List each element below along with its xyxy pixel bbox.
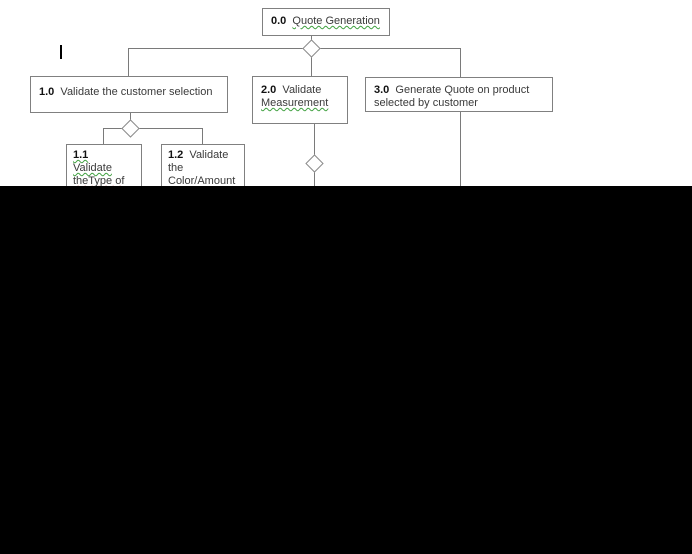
node-1-2-validate-color-amount[interactable]: 1.2 Validate the Color/Amount <box>161 144 245 186</box>
connector-to-node-2 <box>311 53 312 76</box>
node-1-1-label-line1: Validate <box>73 162 112 174</box>
node-1-2-label-line3: Color/Amount <box>168 175 236 186</box>
node-1-1-validate-type[interactable]: 1.1 Validate theType of <box>66 144 142 186</box>
node-1-2-label-line1: Validate <box>189 149 229 161</box>
node-2-0-label-line1: Validate <box>282 84 322 96</box>
diagram-page: 0.0 Quote Generation 1.0 Validate the cu… <box>0 0 692 186</box>
node-0-0-number: 0.0 <box>271 15 287 27</box>
node-1-1-label-line2: theType of <box>73 175 125 186</box>
node-0-0-label: Quote Generation <box>292 15 380 27</box>
node-1-0-validate-customer-selection[interactable]: 1.0 Validate the customer selection <box>30 76 228 113</box>
blackout-region <box>0 186 692 554</box>
connector-to-node-1-2 <box>202 128 203 144</box>
connector-node-1-stem <box>130 113 131 123</box>
junction-diamond-node-2 <box>305 154 324 173</box>
node-2-0-label-line2: Measurement <box>261 97 329 109</box>
connector-sub-bus-right <box>136 128 202 129</box>
connector-to-node-3 <box>460 48 461 186</box>
node-3-0-number: 3.0 <box>374 84 390 96</box>
connector-node-2-tail <box>314 169 315 186</box>
node-1-0-number: 1.0 <box>39 86 55 98</box>
connector-node-2-stem <box>314 124 315 158</box>
node-3-0-label-line1: Generate Quote on product <box>395 84 530 96</box>
node-0-0-quote-generation[interactable]: 0.0 Quote Generation <box>262 8 390 36</box>
node-1-1-number: 1.1 <box>73 149 89 161</box>
junction-diamond-root <box>302 39 321 58</box>
connector-to-node-1-1 <box>103 128 104 144</box>
text-cursor-caret <box>60 45 62 59</box>
connector-horizontal-bus-right <box>317 48 461 49</box>
node-1-0-label: Validate the customer selection <box>60 86 213 98</box>
connector-sub-bus-left <box>103 128 125 129</box>
node-2-0-number: 2.0 <box>261 84 277 96</box>
connector-horizontal-bus-left <box>128 48 306 49</box>
node-1-2-label-line2: the <box>168 162 184 174</box>
node-3-0-label-line2: selected by customer <box>374 97 478 109</box>
node-3-0-generate-quote[interactable]: 3.0 Generate Quote on product selected b… <box>365 77 553 112</box>
junction-diamond-node-1 <box>121 119 140 138</box>
node-1-2-number: 1.2 <box>168 149 184 161</box>
connector-to-node-1 <box>128 48 129 76</box>
node-2-0-validate-measurement[interactable]: 2.0 Validate Measurement <box>252 76 348 124</box>
